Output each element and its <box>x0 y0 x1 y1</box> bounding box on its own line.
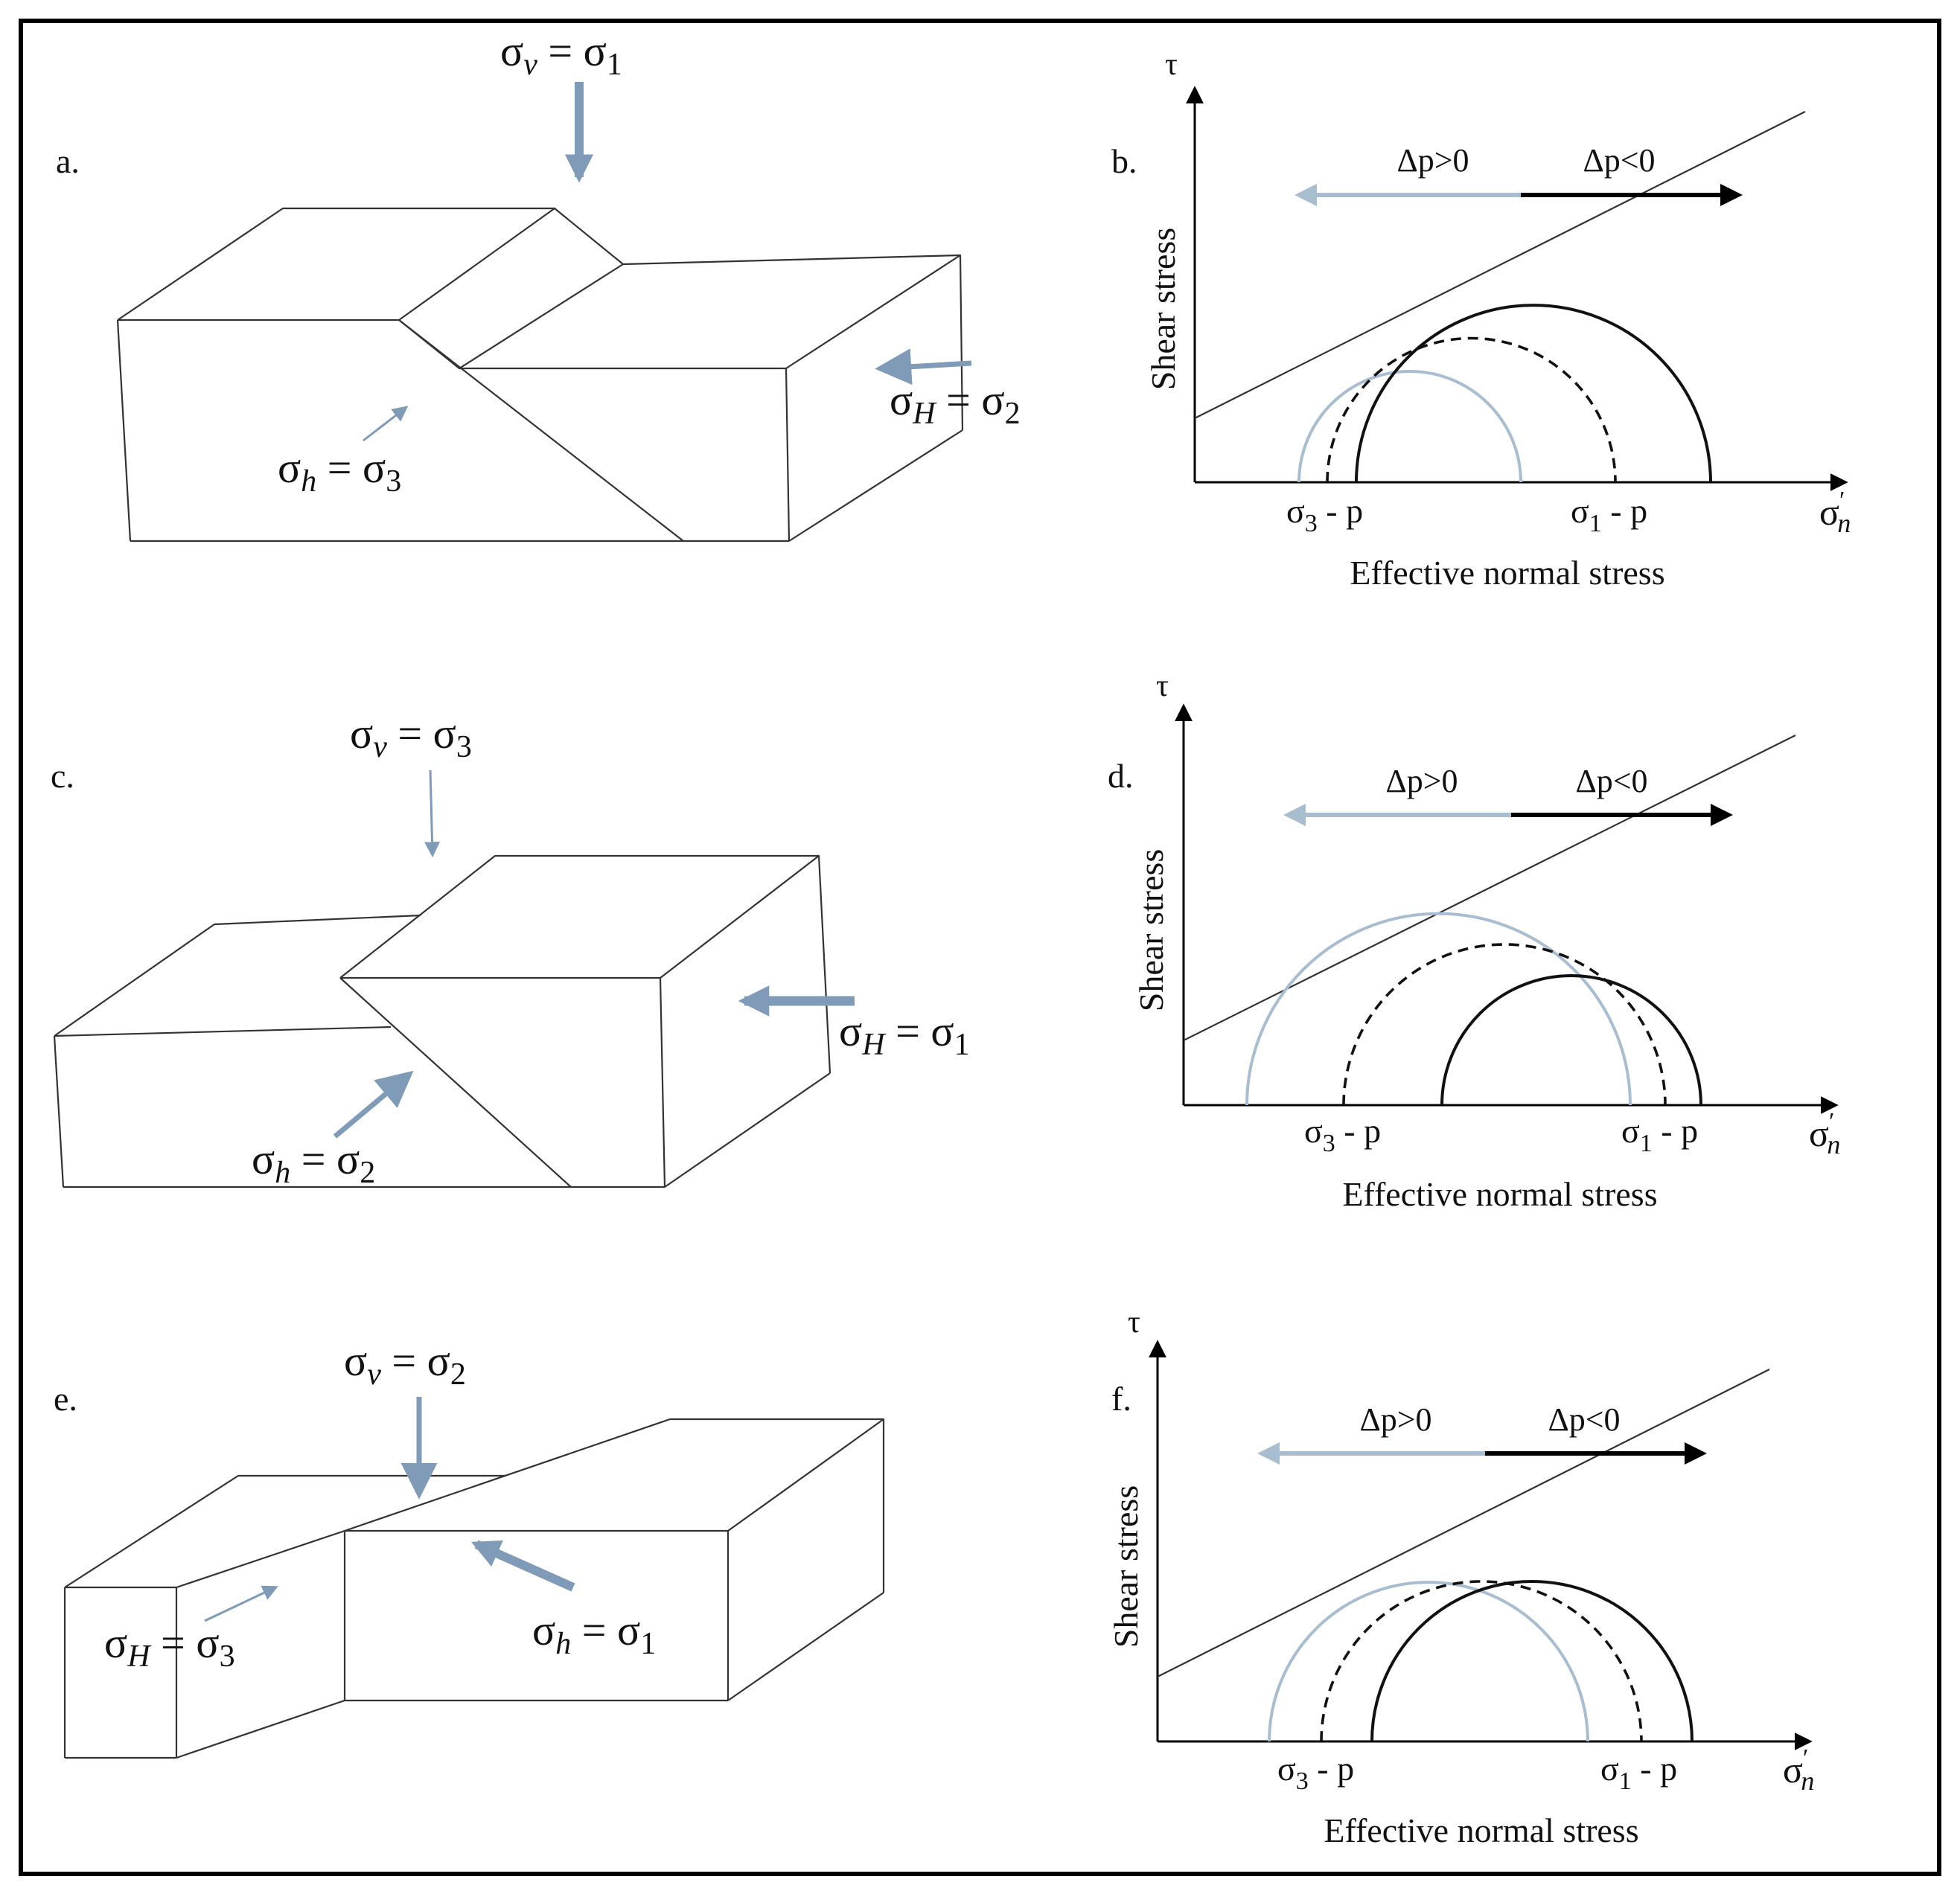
panel-letter-b: b. <box>1111 142 1137 180</box>
sigma3-minus-p-label-f: σ3 - p <box>1277 1750 1354 1795</box>
tau-label-b: τ <box>1165 48 1178 82</box>
failure-envelope-b <box>1194 111 1806 419</box>
label-sigma-h-a: σh = σ3 <box>278 444 401 499</box>
panel-letter-d: d. <box>1108 757 1134 795</box>
mohr-circle-reduced-pore-pressure-d <box>1440 974 1702 1106</box>
effective-normal-stress-label-f: Effective normal stress <box>1324 1811 1638 1849</box>
sigma1-minus-p-label-b: σ1 - p <box>1571 492 1647 537</box>
tau-label-d: τ <box>1156 669 1169 703</box>
sigma-n-label-d: σ′n <box>1809 1108 1840 1159</box>
label-sigma-H-c: σH = σ1 <box>839 1007 970 1062</box>
dp-increase-label-f: Δp>0 <box>1359 1401 1431 1438</box>
mohr-diagram-b: b. τ Shear stress σ′n Effective normal s… <box>1111 48 1851 592</box>
dp-decrease-label-b: Δp<0 <box>1583 142 1655 179</box>
mohr-diagram-f: f. τ Shear stress σ′n Effective normal s… <box>1107 1305 1814 1849</box>
effective-normal-stress-label-b: Effective normal stress <box>1350 554 1664 592</box>
label-sigma-h-c: σh = σ2 <box>252 1135 375 1190</box>
stress-arrow-hmin-a <box>363 406 409 442</box>
block-diagram-a: a. σv = σ1 σH = σ2 σh = σ3 <box>56 27 1021 543</box>
stress-arrow-vertical-c <box>424 770 441 858</box>
shear-stress-label-d: Shear stress <box>1132 849 1170 1011</box>
sigma-n-label-f: σ′n <box>1783 1744 1814 1796</box>
stress-arrow-hmin-e <box>470 1540 575 1592</box>
label-sigma-v-c: σv = σ3 <box>350 709 472 764</box>
stress-arrow-hmin-c <box>333 1070 414 1139</box>
mohr-circle-initial-b <box>1326 336 1617 483</box>
normal-fault-block <box>116 207 964 543</box>
tau-label-f: τ <box>1128 1305 1140 1340</box>
mohr-circle-initial-d <box>1342 943 1667 1106</box>
mohr-circle-raised-pore-pressure-b <box>1297 370 1522 483</box>
label-sigma-v-e: σv = σ2 <box>344 1337 466 1392</box>
label-sigma-h-e: σh = σ1 <box>532 1606 656 1661</box>
mohr-diagram-d: d. τ Shear stress σ′n Effective normal s… <box>1108 669 1840 1213</box>
dp-decrease-label-d: Δp<0 <box>1575 763 1647 799</box>
dp-increase-label-d: Δp>0 <box>1385 763 1458 799</box>
block-diagram-e: e. σv = σ2 σh = σ1 <box>54 1337 885 1759</box>
mohr-circle-reduced-pore-pressure-f <box>1370 1580 1694 1742</box>
stress-arrow-hmax-e <box>204 1585 278 1622</box>
label-sigma-H-a: σH = σ2 <box>890 376 1021 431</box>
thrust-fault-block <box>53 854 831 1188</box>
mohr-circle-reduced-pore-pressure-b <box>1355 304 1712 483</box>
failure-envelope-f <box>1157 1369 1770 1677</box>
dp-decrease-label-f: Δp<0 <box>1548 1401 1620 1438</box>
panel-letter-e: e. <box>54 1380 77 1418</box>
sigma1-minus-p-label-f: σ1 - p <box>1600 1750 1677 1795</box>
effective-normal-stress-label-d: Effective normal stress <box>1342 1175 1657 1213</box>
shear-stress-label-b: Shear stress <box>1144 228 1182 390</box>
shear-stress-label-f: Shear stress <box>1107 1485 1145 1648</box>
label-sigma-v-a: σv = σ1 <box>500 27 622 82</box>
label-sigma-H-e: σH = σ3 <box>104 1619 235 1674</box>
strike-slip-fault-block <box>63 1418 885 1759</box>
figure-border <box>19 19 1941 1876</box>
dp-increase-label-b: Δp>0 <box>1396 142 1469 179</box>
sigma1-minus-p-label-d: σ1 - p <box>1621 1112 1698 1157</box>
mohr-circle-initial-f <box>1320 1580 1643 1742</box>
block-diagram-c: c. σv = σ3 σH = σ1 σh = σ2 <box>51 709 970 1190</box>
panel-letter-a: a. <box>56 142 80 180</box>
sigma-n-label-b: σ′n <box>1819 487 1851 538</box>
sigma3-minus-p-label-b: σ3 - p <box>1286 492 1363 537</box>
failure-envelope-d <box>1183 735 1796 1041</box>
panel-letter-f: f. <box>1111 1380 1131 1418</box>
sigma3-minus-p-label-d: σ3 - p <box>1304 1112 1381 1157</box>
mohr-circle-raised-pore-pressure-f <box>1268 1581 1589 1742</box>
panel-letter-c: c. <box>51 757 74 795</box>
stress-arrow-hmax-a <box>875 348 972 385</box>
mohr-circle-raised-pore-pressure-d <box>1245 912 1632 1106</box>
